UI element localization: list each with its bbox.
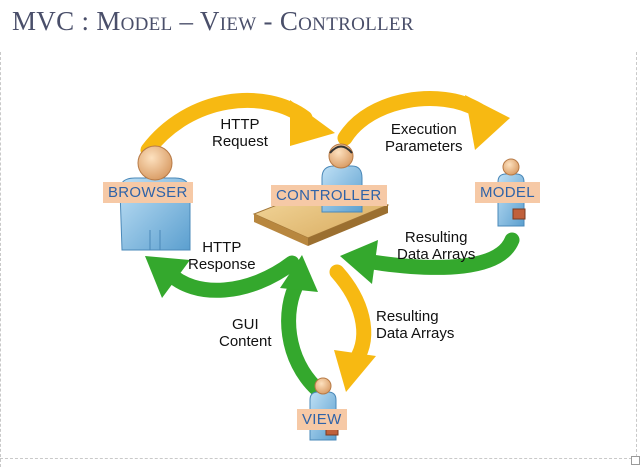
gui-content-label: GUI Content — [219, 316, 272, 350]
view-label: VIEW — [297, 409, 347, 430]
view-result-arrow — [329, 264, 376, 392]
view-result-line-2: Data Arrays — [376, 325, 455, 342]
execution-parameters-arrow — [337, 91, 510, 150]
http-response-label: HTTP Response — [188, 239, 256, 273]
browser-label: BROWSER — [103, 182, 193, 203]
http-request-line-1: HTTP — [220, 116, 260, 133]
bottom-border — [0, 458, 637, 459]
model-result-line-1: Resulting — [404, 229, 468, 246]
right-border — [636, 52, 637, 457]
execution-line-2: Parameters — [385, 138, 463, 155]
http-request-label: HTTP Request — [212, 116, 268, 150]
left-border — [0, 52, 1, 467]
model-result-label: Resulting Data Arrays — [397, 229, 475, 263]
http-response-line-2: Response — [188, 256, 256, 273]
model-result-line-2: Data Arrays — [397, 246, 476, 263]
execution-line-1: Execution — [390, 121, 457, 138]
slide-title: MVC : Model – View - Controller — [12, 6, 414, 36]
gui-content-arrow — [280, 255, 326, 398]
view-result-label: Resulting Data Arrays — [376, 308, 454, 342]
model-label: MODEL — [475, 182, 540, 203]
gui-content-line-2: Content — [219, 333, 272, 350]
view-result-line-1: Resulting — [376, 308, 439, 325]
http-request-arrow — [140, 93, 335, 158]
model-result-arrow — [340, 232, 520, 284]
execution-parameters-label: Execution Parameters — [385, 121, 463, 155]
http-response-line-1: HTTP — [202, 239, 242, 256]
controller-label: CONTROLLER — [271, 185, 387, 206]
http-request-line-2: Request — [212, 133, 268, 150]
gui-content-line-1: GUI — [231, 316, 259, 333]
http-response-arrow — [145, 255, 300, 298]
